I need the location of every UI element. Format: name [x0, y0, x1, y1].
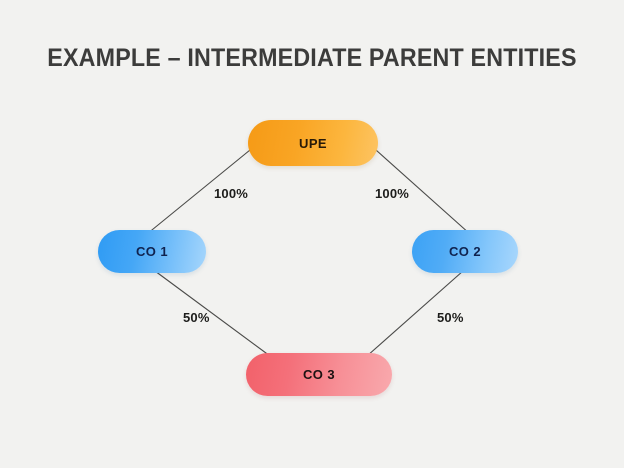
page-title: EXAMPLE – INTERMEDIATE PARENT ENTITIES — [47, 44, 577, 72]
edge-label-upe-co2: 100% — [375, 186, 410, 201]
edge-label-upe-co1: 100% — [214, 186, 249, 201]
node-co2[interactable]: CO 2 — [412, 230, 518, 273]
node-co1[interactable]: CO 1 — [98, 230, 206, 273]
node-upe[interactable]: UPE — [248, 120, 378, 166]
node-co1-label: CO 1 — [136, 244, 168, 259]
edge-line-co1-co3 — [154, 270, 271, 357]
node-co2-label: CO 2 — [449, 244, 481, 259]
edge-label-co1-co3: 50% — [183, 310, 210, 325]
node-co3-label: CO 3 — [303, 367, 335, 382]
edge-label-co2-co3: 50% — [437, 310, 464, 325]
node-co3[interactable]: CO 3 — [246, 353, 392, 396]
edge-line-co2-co3 — [366, 270, 464, 357]
edge-line-upe-co1 — [146, 149, 251, 235]
edge-line-upe-co2 — [375, 149, 471, 235]
node-upe-label: UPE — [299, 135, 327, 151]
